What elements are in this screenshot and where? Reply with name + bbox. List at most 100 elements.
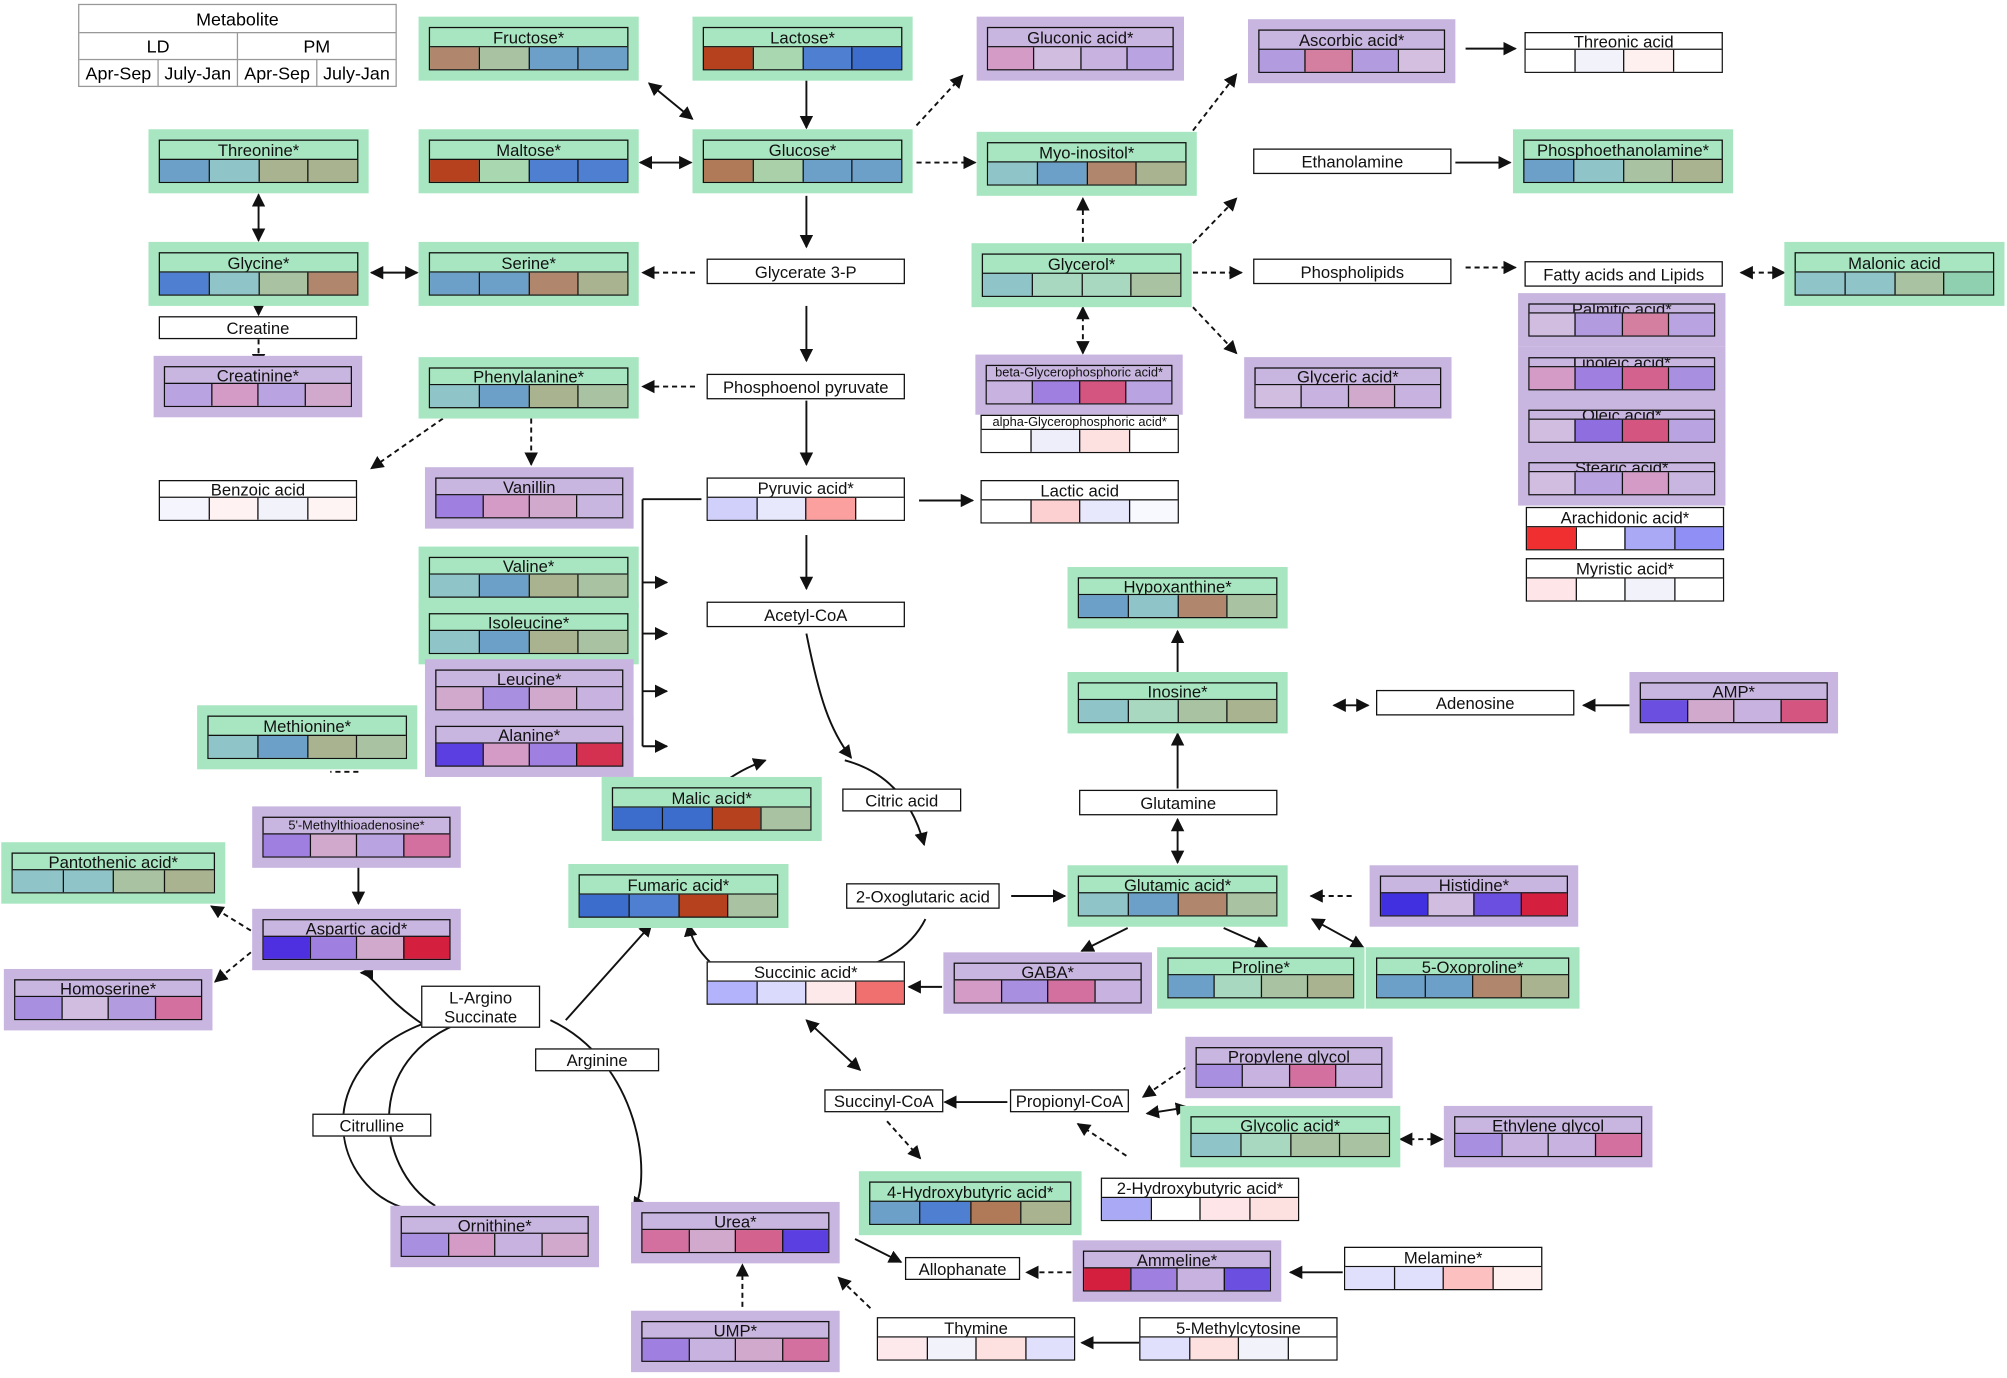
metabolite-aspartic: Aspartic acid* [252, 908, 461, 971]
heatmap-cell [1667, 367, 1714, 390]
heatmap-cell [577, 385, 628, 408]
heatmap-cell [402, 936, 450, 959]
heatmap-cell [1226, 595, 1277, 617]
heatmap-row [263, 833, 450, 857]
metabolite-table: Fumaric acid* [578, 874, 779, 918]
heatmap-cell [1093, 980, 1141, 1003]
metabolite-name: Creatinine* [216, 367, 300, 383]
heatmap-cell [165, 384, 211, 406]
metabolite-name: alpha-Glycerophosphoric acid* [992, 416, 1167, 429]
heatmap-cell [309, 834, 356, 857]
heatmap-cell [677, 894, 728, 917]
legend-table: Metabolite LD PM Apr-Sep July-Jan Apr-Se… [78, 3, 397, 88]
node-glutamine: Glutamine [1079, 789, 1278, 816]
metabolite-table: Proline* [1167, 957, 1355, 999]
heatmap-row [208, 734, 406, 758]
heatmap-cell [878, 1337, 927, 1360]
metabolite-hypoxanthine: Hypoxanthine* [1067, 567, 1288, 629]
heatmap-cell [919, 1201, 970, 1224]
pathway-arrow [565, 923, 653, 1021]
heatmap-cell [1547, 1134, 1595, 1156]
heatmap-cell [307, 272, 358, 295]
metabolite-table: Pyruvic acid* [706, 477, 905, 521]
metabolite-table: 4-Hydroxybutyric acid* [869, 1181, 1072, 1225]
heatmap-row [430, 629, 628, 653]
heatmap-cell [1572, 160, 1623, 182]
metabolite-table: Histidine* [1379, 875, 1568, 917]
heatmap-cell [1345, 1267, 1394, 1289]
heatmap-row [1529, 418, 1714, 442]
heatmap-row [1102, 1196, 1298, 1220]
heatmap-row [160, 496, 356, 520]
metabolite-melamine: Melamine* [1344, 1246, 1543, 1291]
heatmap-cell [1893, 272, 1944, 295]
metabolite-name: Glycolic acid* [1240, 1117, 1341, 1133]
metabolite-table: Ammeline* [1082, 1250, 1272, 1292]
node-fattyacids: Fatty acids and Lipids [1524, 261, 1723, 287]
heatmap-cell [1079, 500, 1129, 523]
heatmap-cell [1393, 385, 1440, 408]
metabolite-palmitic: Palmitic acid* [1518, 293, 1726, 347]
heatmap-cell [1129, 1268, 1177, 1291]
heatmap-cell [1248, 1198, 1298, 1220]
heatmap-cell [1574, 419, 1622, 442]
node-citric: Citric acid [842, 788, 962, 812]
heatmap-cell [1079, 595, 1128, 617]
metabolite-glucose: Glucose* [692, 129, 913, 194]
heatmap-cell [1306, 975, 1353, 998]
heatmap-row [401, 1232, 588, 1256]
heatmap-cell [430, 47, 479, 70]
metabolite-table: Inosine* [1077, 682, 1278, 724]
heatmap-cell [1527, 527, 1576, 550]
node-oxoglutaric: 2-Oxoglutaric acid [846, 883, 1000, 909]
metabolite-name: 2-Hydroxybutyric acid* [1116, 1178, 1284, 1197]
heatmap-row [1529, 312, 1714, 336]
heatmap-cell [575, 743, 623, 766]
heatmap-cell [988, 47, 1034, 70]
heatmap-row [165, 382, 351, 406]
metabolite-name: Histidine* [1438, 876, 1510, 893]
heatmap-cell [801, 47, 852, 70]
heatmap-cell [575, 687, 623, 710]
heatmap-cell [210, 384, 258, 406]
pathway-arrow [214, 951, 252, 983]
pathway-arrow [915, 74, 964, 127]
metabolite-glycerol: Glycerol* [971, 243, 1192, 308]
heatmap-cell [1623, 49, 1673, 72]
heatmap-cell [1381, 893, 1427, 916]
heatmap-row [986, 380, 1172, 404]
metabolite-name: Glucose* [768, 140, 837, 159]
heatmap-cell [1033, 47, 1080, 70]
heatmap-cell [1524, 160, 1573, 182]
legend-period: Apr-Sep [85, 62, 152, 84]
metabolite-name: Stearic acid* [1530, 463, 1714, 471]
heatmap-cell [528, 495, 576, 518]
metabolite-methylthioadenosine: 5'-Methylthioadenosine* [252, 806, 461, 868]
metabolite-glutamic: Glutamic acid* [1067, 865, 1288, 927]
metabolite-name: Succinic acid* [753, 962, 858, 981]
metabolite-name: Threonic acid [1573, 33, 1674, 49]
metabolite-table: Melamine* [1344, 1246, 1543, 1291]
legend-group-ld: LD [146, 35, 170, 56]
heatmap-cell [263, 834, 310, 857]
metabolite-name: Glutamic acid* [1123, 876, 1232, 893]
heatmap-cell [1237, 1337, 1288, 1360]
heatmap-cell [257, 497, 307, 520]
heatmap-cell [577, 272, 628, 295]
heatmap-row [878, 1336, 1074, 1360]
heatmap-cell [781, 1338, 829, 1361]
metabolite-table: Lactose* [702, 26, 903, 71]
metabolite-name: Arachidonic acid* [1560, 508, 1690, 527]
heatmap-cell [1529, 419, 1575, 442]
pathway-arrow [1141, 1065, 1189, 1098]
metabolite-table: Gluconic acid* [986, 26, 1174, 71]
heatmap-cell [926, 1337, 976, 1360]
metabolite-name: Maltose* [496, 140, 561, 159]
heatmap-cell [430, 272, 479, 295]
heatmap-row [436, 494, 623, 518]
heatmap-cell [1672, 160, 1722, 182]
metabolite-table: Vanillin [435, 477, 624, 519]
metabolite-ammeline: Ammeline* [1072, 1240, 1282, 1302]
heatmap-cell [688, 1338, 735, 1361]
pathway-arrow [886, 1120, 922, 1160]
